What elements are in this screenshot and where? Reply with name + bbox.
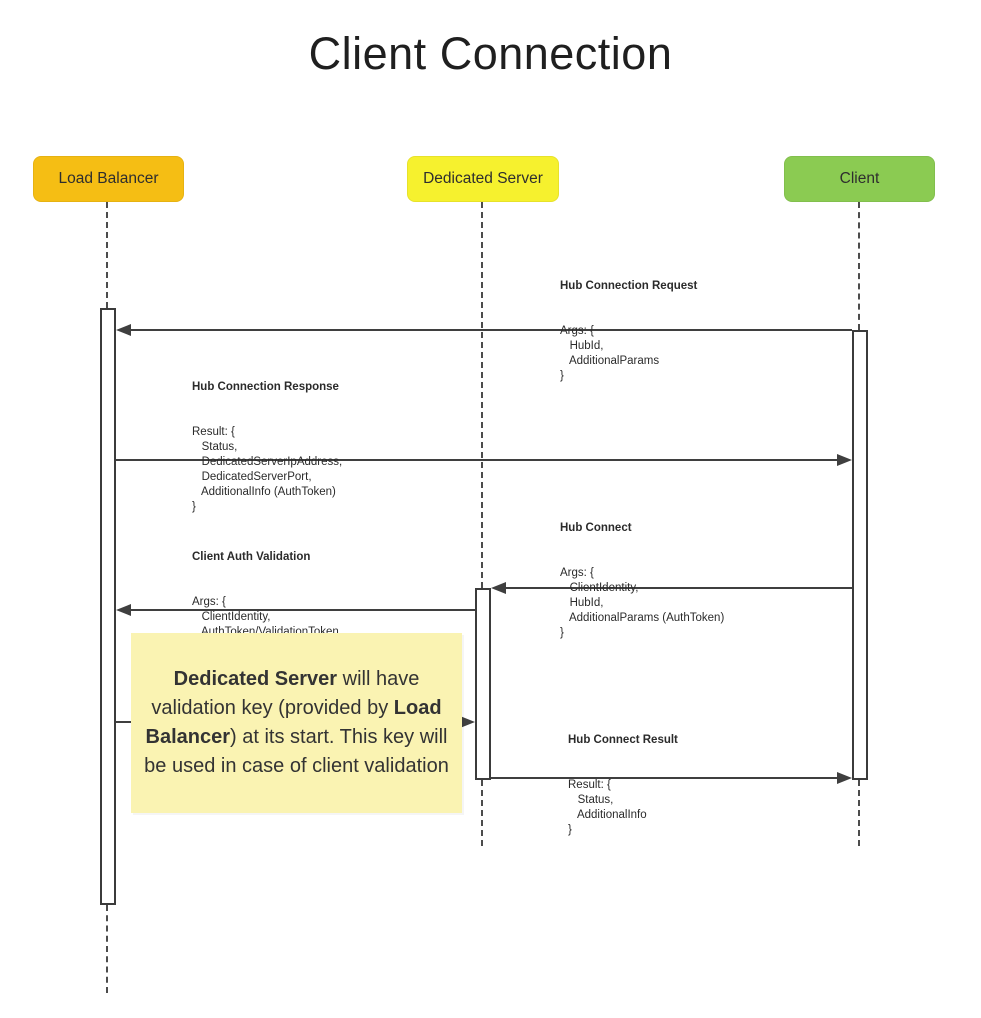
arrowhead-left-icon [491,582,506,594]
arrowhead-right-icon [460,716,475,728]
note-validation-key: Dedicated Server will have validation ke… [131,633,462,813]
actor-client: Client [784,156,935,202]
lifeline-load-balancer [106,905,108,993]
actor-load-balancer-label: Load Balancer [58,170,159,187]
message-label-hub-connection-request: Hub Connection Request Args: { HubId, Ad… [560,249,697,414]
activation-client [852,330,868,780]
actor-load-balancer: Load Balancer [33,156,184,202]
arrow-hub-connect [504,587,852,589]
message-title: Client Auth Validation [192,551,311,563]
message-body: Result: { Status, DedicatedServerIpAddre… [192,426,343,513]
message-title: Hub Connect [560,522,632,534]
message-title: Hub Connection Request [560,280,698,292]
actor-client-label: Client [839,170,880,187]
lifeline-dedicated-server [481,202,483,588]
lifeline-load-balancer [106,202,108,308]
arrowhead-right-icon [837,454,852,466]
activation-load-balancer [100,308,116,905]
diagram-title: Client Connection [308,28,673,79]
message-body: Args: { HubId, AdditionalParams} [560,325,660,382]
message-label-hub-connect-result: Hub Connect Result Result: { Status, Add… [568,703,678,868]
activation-dedicated-server [475,588,491,780]
message-title: Hub Connect Result [568,734,678,746]
arrowhead-right-icon [837,772,852,784]
arrow-hub-connection-request [129,329,852,331]
message-body: Result: { Status, AdditionalInfo} [568,779,647,836]
actor-dedicated-server: Dedicated Server [407,156,559,202]
arrow-client-auth-validation [129,609,475,611]
lifeline-dedicated-server [481,780,483,846]
actor-dedicated-server-label: Dedicated Server [423,170,543,187]
message-title: Hub Connection Response [192,381,339,393]
arrowhead-left-icon [116,324,131,336]
note-text: Dedicated Server will have validation ke… [144,668,449,777]
lifeline-client [858,202,860,330]
message-label-hub-connection-response: Hub Connection Response Result: { Status… [192,350,342,545]
arrow-hub-connect-result [491,777,838,779]
arrowhead-left-icon [116,604,131,616]
lifeline-client [858,780,860,846]
message-body: Args: { ClientIdentity, HubId, Additiona… [560,567,725,639]
arrow-hub-connection-response [116,459,838,461]
message-label-hub-connect: Hub Connect Args: { ClientIdentity, HubI… [560,491,724,671]
